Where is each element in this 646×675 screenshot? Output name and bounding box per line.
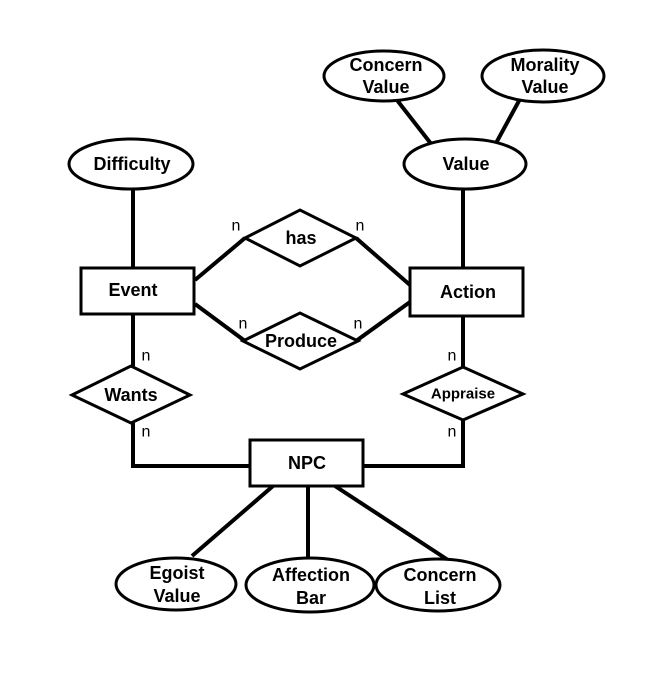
- entity-action-label: Action: [440, 282, 496, 302]
- attribute-difficulty-label: Difficulty: [93, 154, 170, 174]
- line-produce-to-action: [354, 300, 412, 343]
- relationship-appraise: Appraise: [399, 365, 527, 422]
- line-morality-value-to-value: [493, 98, 522, 146]
- cardinality-action-has: n: [356, 218, 365, 235]
- cardinality-event-wants: n: [142, 348, 151, 365]
- cardinality-labels: n n n n n n n n: [142, 218, 457, 441]
- cardinality-action-appraise: n: [448, 348, 457, 365]
- relationship-appraise-label: Appraise: [431, 386, 495, 403]
- relationship-produce-label: Produce: [265, 331, 337, 351]
- attribute-affection-bar: Affection Bar: [244, 556, 376, 614]
- attribute-morality-value: Morality Value: [480, 48, 606, 104]
- attribute-affection-bar-line2: Bar: [296, 588, 326, 608]
- cardinality-event-produce: n: [239, 316, 248, 333]
- attribute-concern-value: Concern Value: [322, 49, 446, 103]
- relationship-produce: Produce: [239, 311, 362, 371]
- attribute-egoist-value: Egoist Value: [114, 556, 238, 612]
- entity-npc-label: NPC: [288, 453, 326, 473]
- relationship-has: has: [241, 208, 360, 268]
- attribute-concern-list-line2: List: [424, 588, 456, 608]
- cardinality-wants-npc: n: [142, 424, 151, 441]
- entity-npc: NPC: [248, 438, 365, 488]
- line-concern-value-to-value: [391, 93, 434, 147]
- attribute-egoist-value-line2: Value: [153, 586, 200, 606]
- connectors: [131, 93, 522, 562]
- attribute-affection-bar-line1: Affection: [272, 565, 350, 585]
- attribute-morality-value-line1: Morality: [510, 55, 579, 75]
- line-appraise-to-npc: [363, 420, 465, 468]
- line-wants-to-npc: [131, 423, 250, 468]
- attribute-concern-value-line1: Concern: [349, 55, 422, 75]
- line-event-to-produce: [193, 302, 247, 343]
- entity-event-label: Event: [108, 280, 157, 300]
- line-has-to-action: [354, 236, 412, 287]
- attribute-egoist-value-line1: Egoist: [149, 563, 204, 583]
- attribute-concern-list-line1: Concern: [403, 565, 476, 585]
- attribute-difficulty: Difficulty: [67, 137, 195, 191]
- cardinality-event-has: n: [232, 218, 241, 235]
- attribute-concern-value-line2: Value: [362, 77, 409, 97]
- line-npc-to-egoist-value: [190, 484, 275, 558]
- entity-event: Event: [79, 266, 196, 316]
- attribute-morality-value-line2: Value: [521, 77, 568, 97]
- entity-action: Action: [408, 266, 525, 318]
- line-event-to-has: [193, 236, 247, 282]
- cardinality-action-produce: n: [354, 316, 363, 333]
- relationship-has-label: has: [285, 228, 316, 248]
- attribute-concern-list: Concern List: [374, 557, 502, 613]
- attribute-value-label: Value: [442, 154, 489, 174]
- relationship-wants: Wants: [68, 364, 194, 425]
- relationship-wants-label: Wants: [104, 385, 157, 405]
- attribute-value: Value: [402, 137, 528, 191]
- cardinality-appraise-npc: n: [448, 424, 457, 441]
- line-npc-to-concern-list: [333, 484, 450, 562]
